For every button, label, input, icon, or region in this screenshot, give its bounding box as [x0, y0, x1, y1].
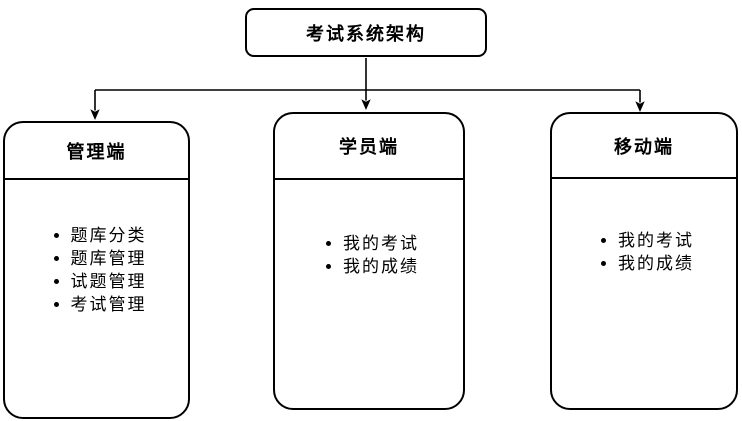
- list-item: 题库分类: [71, 224, 147, 247]
- panel-mobile-list: 我的考试 我的成绩: [594, 229, 694, 275]
- list-item: 题库管理: [71, 247, 147, 270]
- panel-admin-body: 题库分类 题库管理 试题管理 考试管理: [5, 180, 188, 417]
- list-item: 我的成绩: [618, 252, 694, 275]
- panel-mobile-title: 移动端: [614, 136, 674, 157]
- arrowhead-student-icon: [361, 99, 371, 110]
- panel-student-body: 我的考试 我的成绩: [275, 180, 463, 408]
- panel-mobile-body: 我的考试 我的成绩: [552, 179, 736, 408]
- list-item: 我的成绩: [343, 255, 419, 278]
- arrowhead-admin-icon: [90, 109, 100, 120]
- panel-mobile[interactable]: 移动端 我的考试 我的成绩: [550, 112, 738, 410]
- panel-student-header: 学员端: [275, 114, 463, 180]
- panel-mobile-header: 移动端: [552, 114, 736, 179]
- panel-admin-header: 管理端: [5, 123, 188, 180]
- panel-admin[interactable]: 管理端 题库分类 题库管理 试题管理 考试管理: [3, 121, 190, 419]
- panel-admin-title: 管理端: [66, 141, 127, 162]
- panel-student-title: 学员端: [339, 137, 399, 157]
- list-item: 试题管理: [71, 270, 147, 293]
- root-node-title: 考试系统架构: [306, 23, 426, 44]
- panel-admin-list: 题库分类 题库管理 试题管理 考试管理: [47, 224, 147, 316]
- panel-student-list: 我的考试 我的成绩: [319, 232, 419, 278]
- list-item: 我的考试: [343, 232, 419, 255]
- arrowhead-mobile-icon: [635, 101, 645, 112]
- root-node-exam-system[interactable]: 考试系统架构: [245, 8, 487, 57]
- list-item: 考试管理: [71, 293, 147, 316]
- list-item: 我的考试: [618, 229, 694, 252]
- panel-student[interactable]: 学员端 我的考试 我的成绩: [273, 112, 465, 410]
